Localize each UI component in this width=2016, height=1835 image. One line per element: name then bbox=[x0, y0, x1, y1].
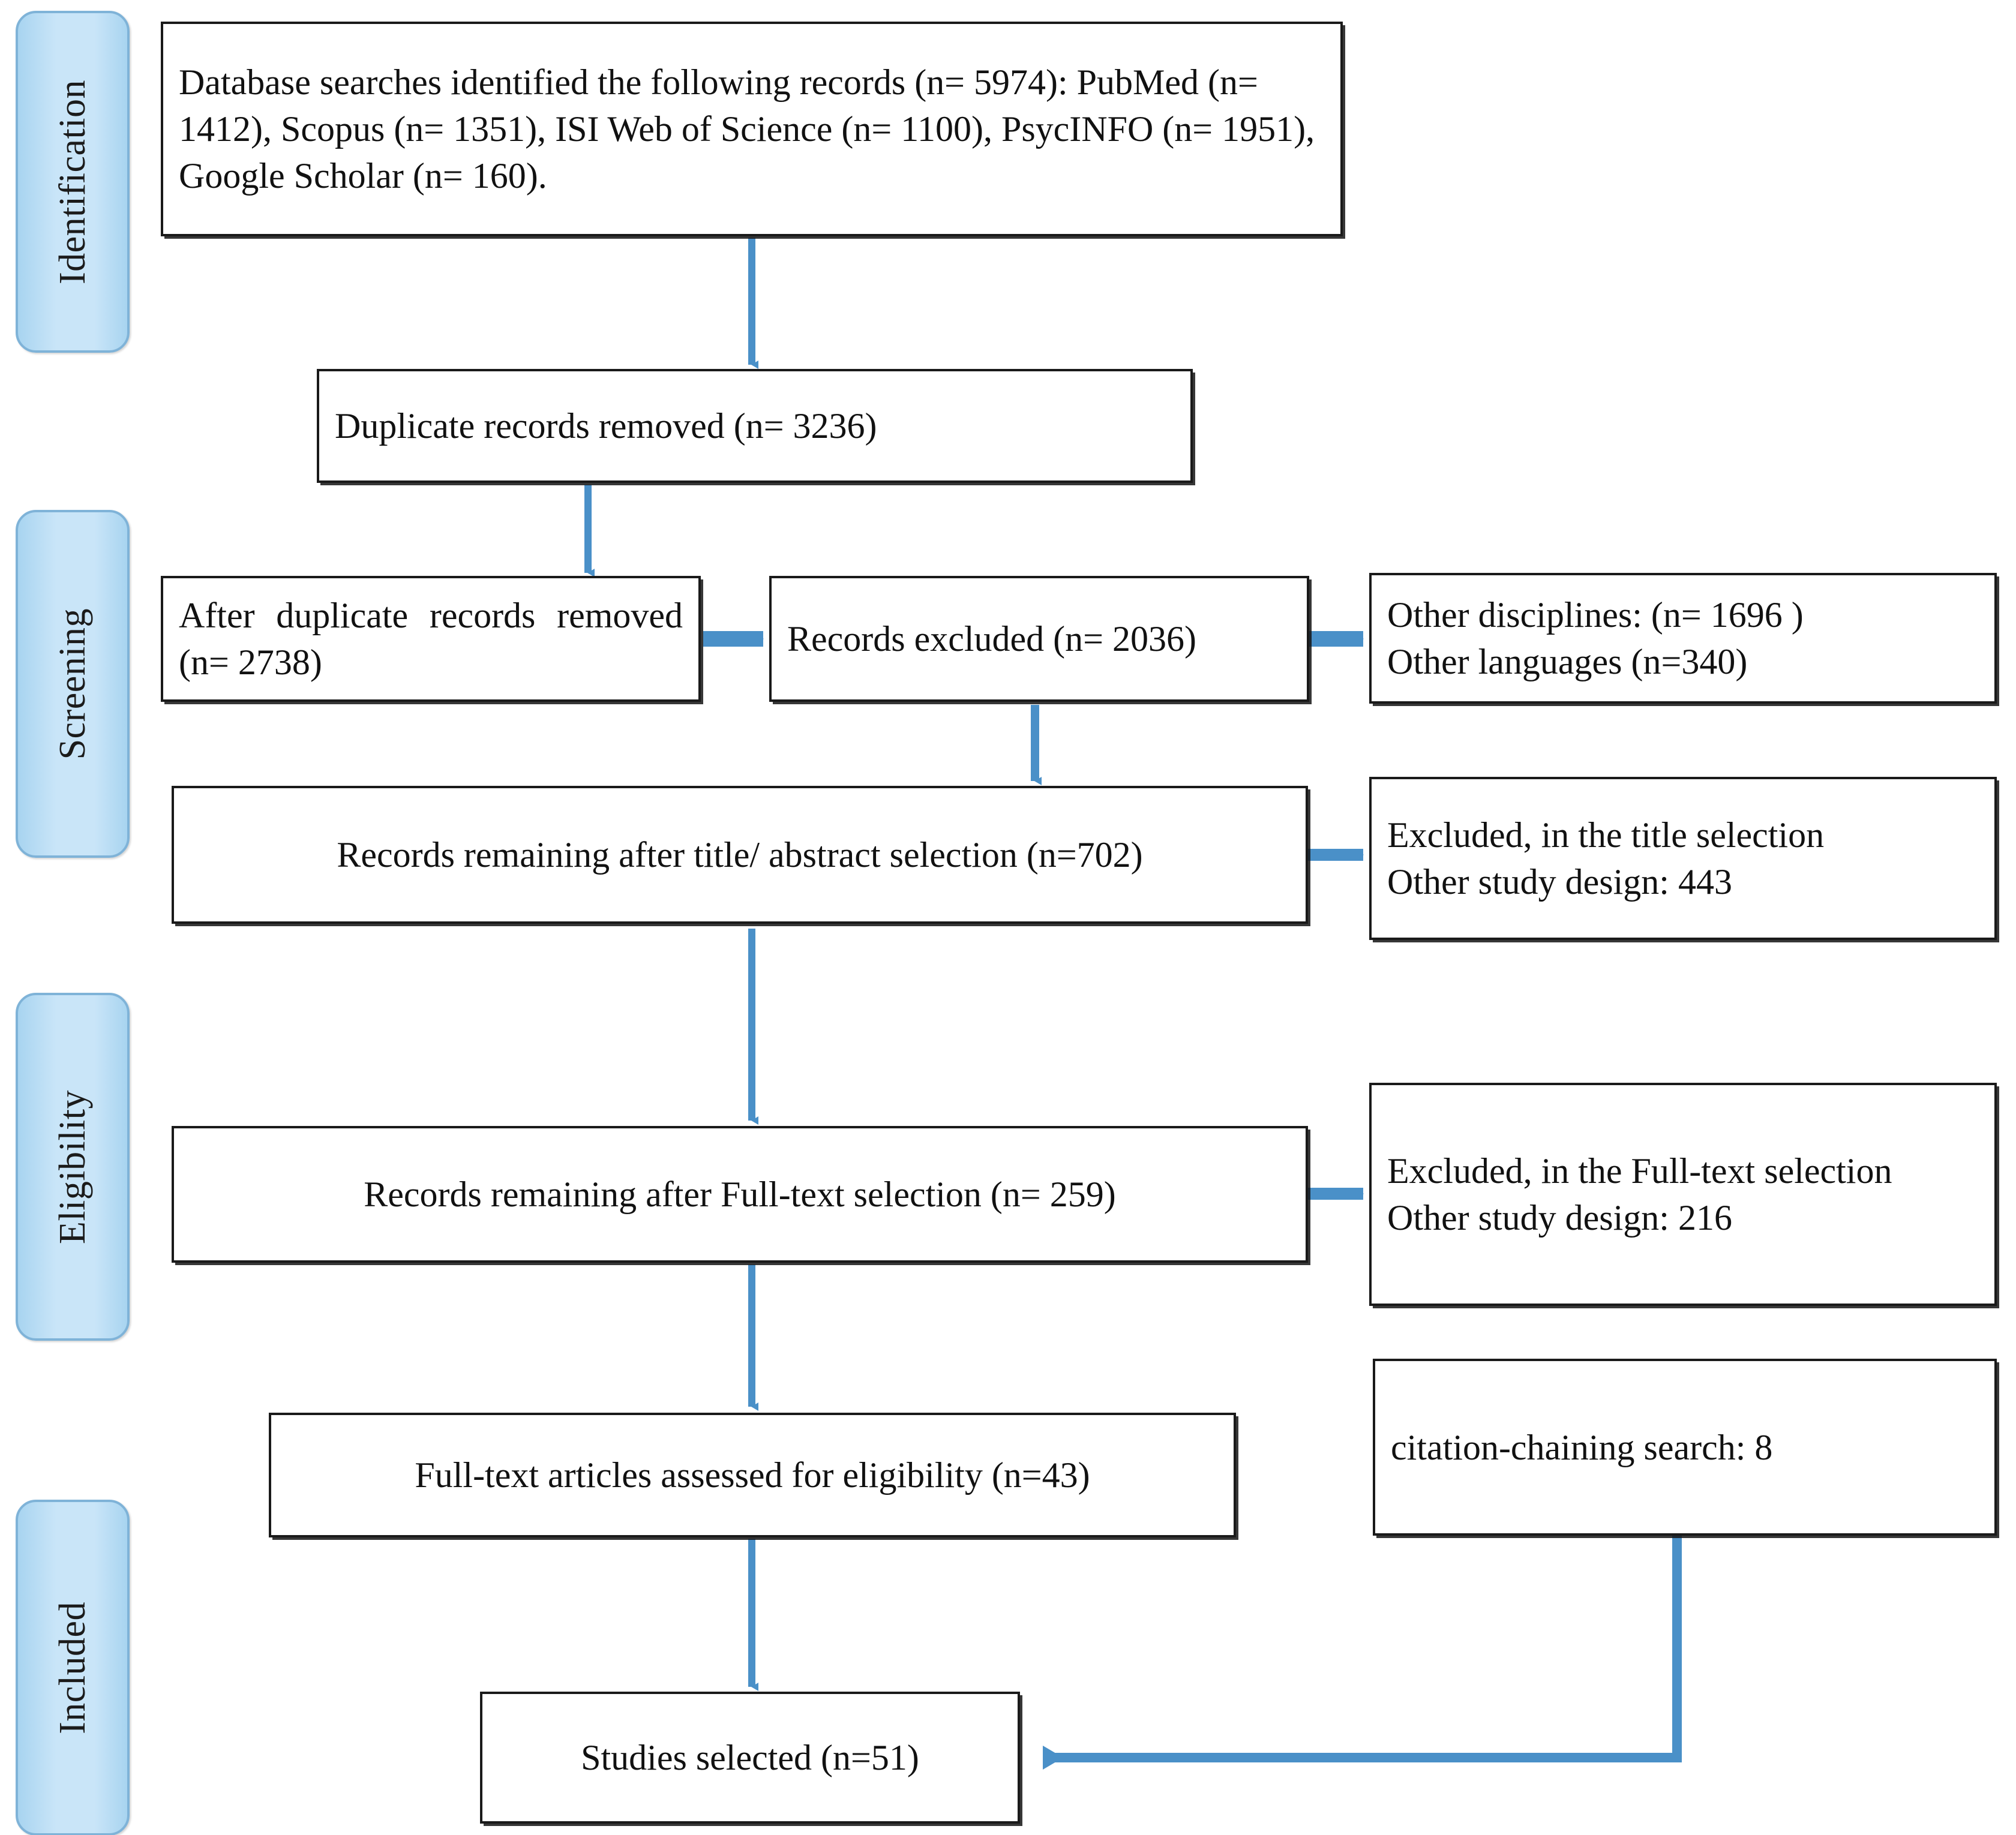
box-excluded-title-selection: Excluded, in the title selection Other s… bbox=[1369, 777, 1997, 940]
box-records-excluded: Records excluded (n= 2036) bbox=[769, 576, 1309, 702]
box-exclusion-reasons-screening-line1: Other disciplines: (n= 1696 ) bbox=[1387, 595, 1804, 635]
box-after-duplicates-removed: After duplicate records removed (n= 2738… bbox=[161, 576, 701, 702]
stage-label-eligibility-text: Eligibility bbox=[52, 1089, 93, 1244]
stage-label-screening: Screening bbox=[16, 510, 130, 858]
box-fulltext-assessed-text: Full-text articles assessed for eligibil… bbox=[415, 1455, 1090, 1495]
box-after-title-abstract: Records remaining after title/ abstract … bbox=[172, 786, 1308, 924]
box-after-fulltext-selection: Records remaining after Full-text select… bbox=[172, 1126, 1308, 1263]
box-citation-chaining-search: citation-chaining search: 8 bbox=[1373, 1359, 1997, 1536]
box-after-duplicates-removed-text: After duplicate records removed (n= 2738… bbox=[179, 596, 683, 682]
box-records-excluded-text: Records excluded (n= 2036) bbox=[787, 619, 1196, 659]
box-excluded-fulltext-selection-line1: Excluded, in the Full-text selection bbox=[1387, 1151, 1892, 1191]
box-excluded-fulltext-selection-line2: Other study design: 216 bbox=[1387, 1198, 1732, 1238]
box-excluded-fulltext-selection: Excluded, in the Full-text selection Oth… bbox=[1369, 1083, 1997, 1306]
box-duplicates-removed: Duplicate records removed (n= 3236) bbox=[317, 369, 1193, 483]
box-excluded-title-selection-line1: Excluded, in the title selection bbox=[1387, 815, 1825, 855]
box-records-identified-text: Database searches identified the followi… bbox=[179, 62, 1315, 196]
box-duplicates-removed-text: Duplicate records removed (n= 3236) bbox=[335, 406, 877, 446]
box-fulltext-assessed: Full-text articles assessed for eligibil… bbox=[269, 1413, 1236, 1537]
box-citation-chaining-search-text: citation-chaining search: 8 bbox=[1391, 1427, 1773, 1467]
box-records-identified: Database searches identified the followi… bbox=[161, 22, 1343, 236]
box-exclusion-reasons-screening-line2: Other languages (n=340) bbox=[1387, 642, 1748, 681]
arrow-citation-chaining-to-studies-selected bbox=[1043, 1536, 1682, 1770]
stage-label-screening-text: Screening bbox=[52, 608, 93, 760]
stage-label-identification-text: Identification bbox=[52, 79, 93, 284]
box-exclusion-reasons-screening: Other disciplines: (n= 1696 ) Other lang… bbox=[1369, 573, 1997, 704]
stage-label-eligibility: Eligibility bbox=[16, 993, 130, 1341]
stage-label-identification: Identification bbox=[16, 11, 130, 353]
stage-label-included: Included bbox=[16, 1500, 130, 1835]
box-excluded-title-selection-line2: Other study design: 443 bbox=[1387, 862, 1732, 902]
box-studies-selected: Studies selected (n=51) bbox=[480, 1692, 1020, 1824]
box-after-title-abstract-text: Records remaining after title/ abstract … bbox=[337, 835, 1143, 875]
box-studies-selected-text: Studies selected (n=51) bbox=[581, 1738, 919, 1777]
stage-label-included-text: Included bbox=[52, 1601, 93, 1734]
box-after-fulltext-selection-text: Records remaining after Full-text select… bbox=[364, 1175, 1116, 1214]
